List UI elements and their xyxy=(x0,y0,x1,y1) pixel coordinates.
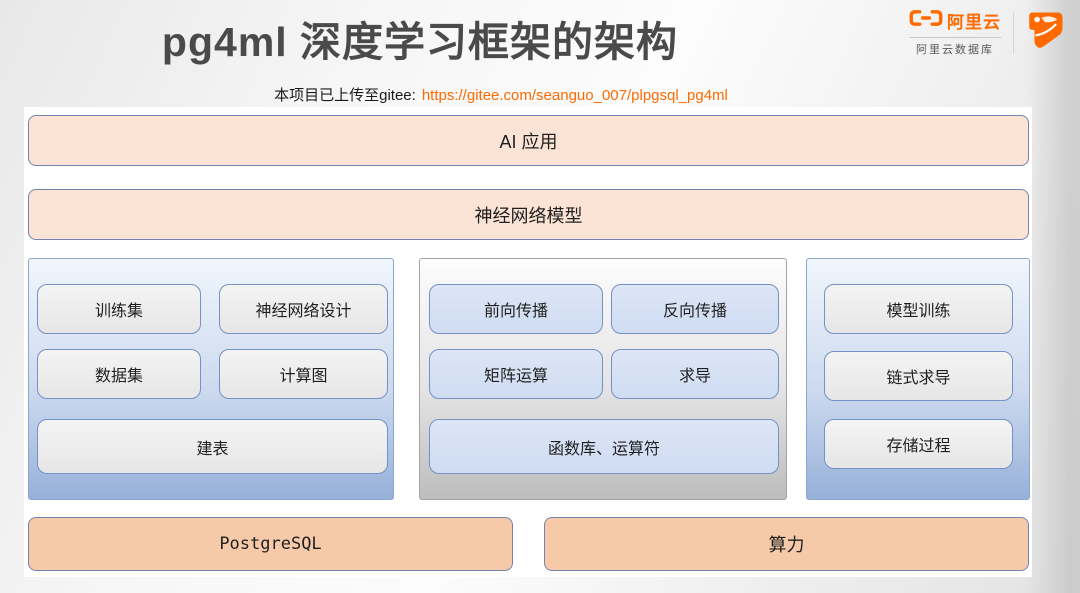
brand-subtitle: 阿里云数据库 xyxy=(916,44,994,56)
cell-chain-rule: 链式求导 xyxy=(824,351,1013,401)
cell-back-prop: 反向传播 xyxy=(611,284,779,334)
polardb-mascot-icon xyxy=(1024,9,1066,56)
vertical-divider xyxy=(1013,11,1014,54)
cell-stored-procedure: 存储过程 xyxy=(824,419,1013,469)
column-compute-core: 前向传播 反向传播 矩阵运算 求导 函数库、运算符 xyxy=(419,258,787,500)
layer-ai-app: AI 应用 xyxy=(28,115,1029,166)
cell-nn-design: 神经网络设计 xyxy=(219,284,388,334)
alibaba-cloud-logo: 阿里云 阿里云数据库 xyxy=(909,8,1001,57)
base-compute-power: 算力 xyxy=(544,517,1029,571)
cell-dataset: 数据集 xyxy=(37,349,201,399)
base-postgresql: PostgreSQL xyxy=(28,517,513,571)
brand-block: 阿里云 阿里云数据库 xyxy=(909,8,1066,57)
cell-training-set: 训练集 xyxy=(37,284,201,334)
brand-name: 阿里云 xyxy=(947,13,1001,32)
cell-model-training: 模型训练 xyxy=(824,284,1013,334)
subtitle: 本项目已上传至gitee: https://gitee.com/seanguo_0… xyxy=(0,84,1002,105)
column-training: 模型训练 链式求导 存储过程 xyxy=(806,258,1030,500)
page-title: pg4ml 深度学习框架的架构 xyxy=(161,19,679,65)
alibaba-cloud-brackets-icon xyxy=(909,9,943,32)
gitee-link[interactable]: https://gitee.com/seanguo_007/plpgsql_pg… xyxy=(421,87,728,104)
subtitle-text: 本项目已上传至gitee: xyxy=(274,87,416,104)
cell-function-lib: 函数库、运算符 xyxy=(429,419,779,474)
brand-divider-line xyxy=(909,37,1001,38)
cell-create-table: 建表 xyxy=(37,419,388,474)
column-data-design: 训练集 神经网络设计 数据集 计算图 建表 xyxy=(28,258,394,500)
cell-matrix-ops: 矩阵运算 xyxy=(429,349,603,399)
cell-forward-prop: 前向传播 xyxy=(429,284,603,334)
cell-compute-graph: 计算图 xyxy=(219,349,388,399)
layer-nn-model: 神经网络模型 xyxy=(28,189,1029,240)
cell-derivation: 求导 xyxy=(611,349,779,399)
